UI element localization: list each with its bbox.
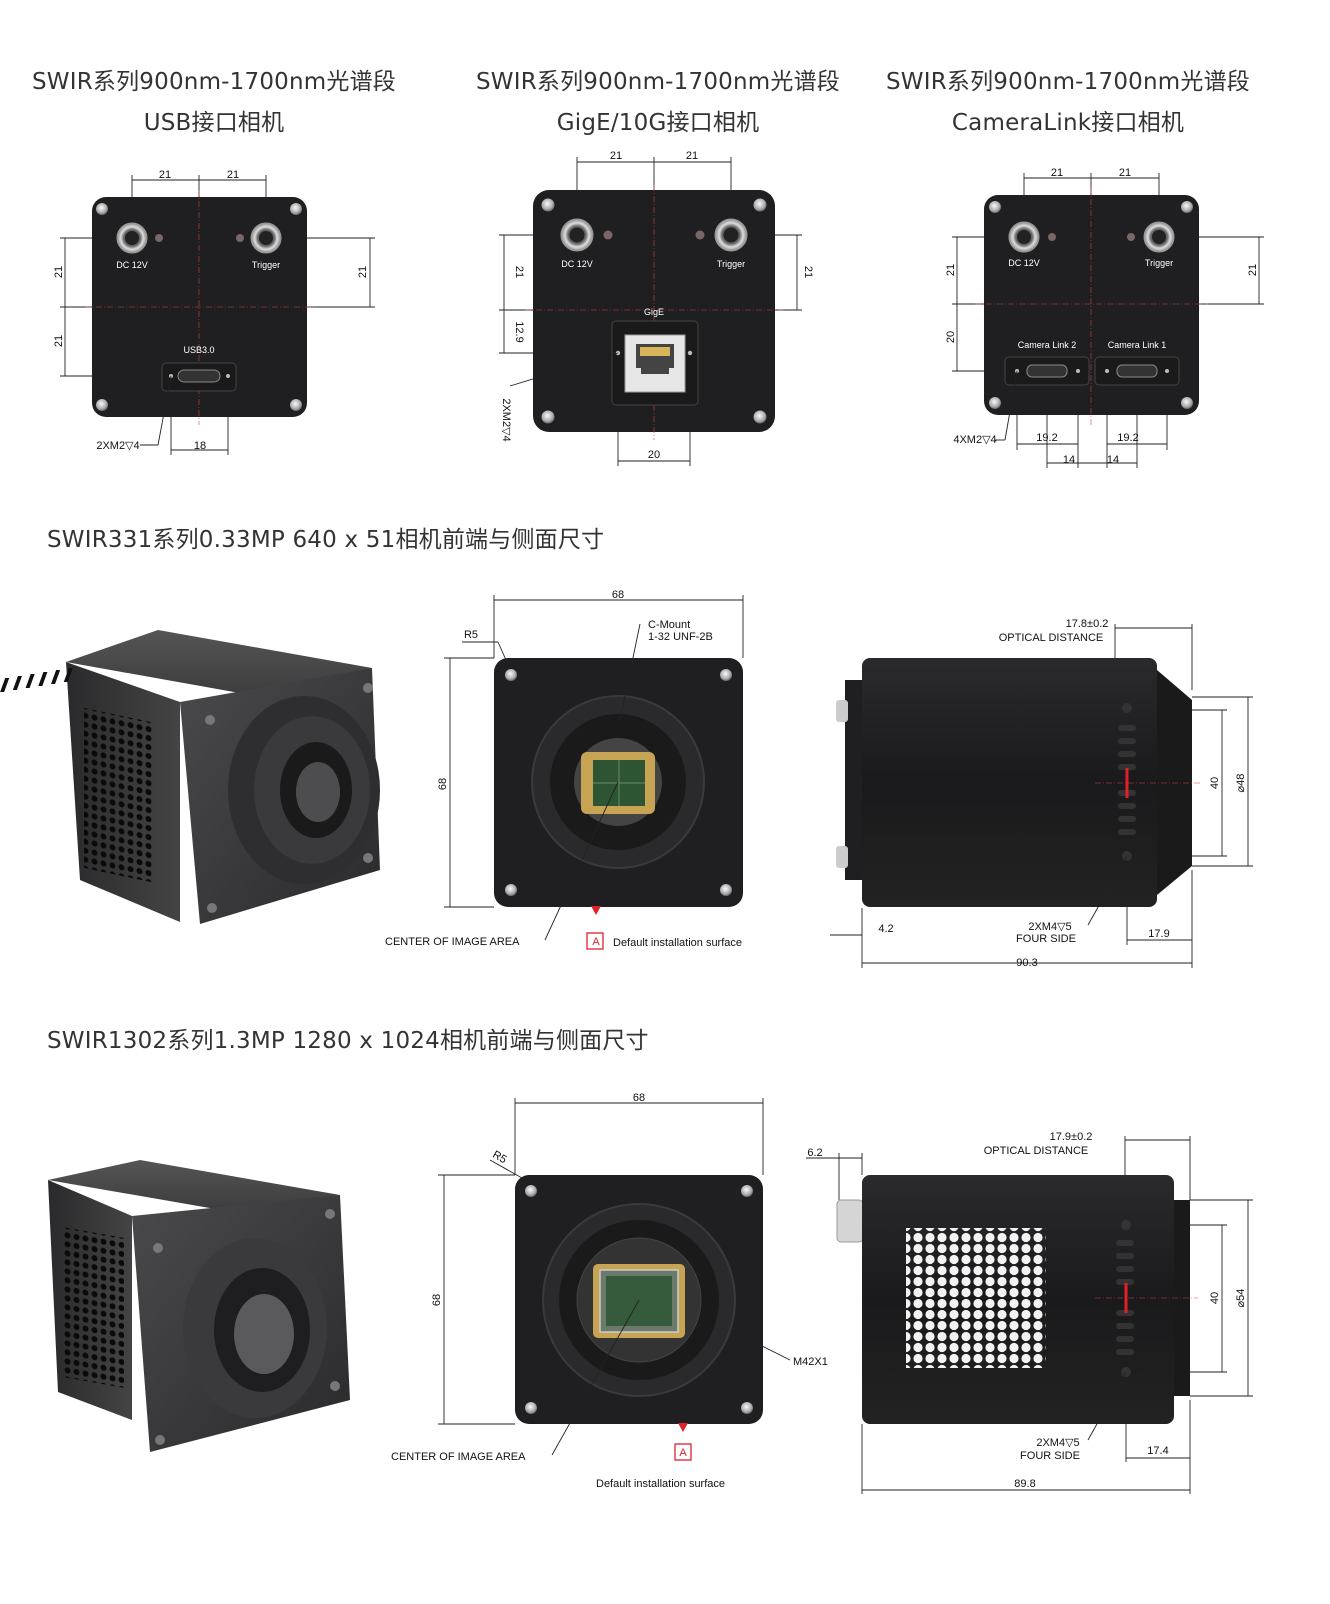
cameralink-port2-label: Camera Link 2 [1018,340,1077,350]
swir331-front-height: 68 [437,778,449,790]
swir1302-camera-photo [48,1160,350,1452]
usb-port-label: USB3.0 [183,345,214,355]
gige-dim-right: 21 [802,266,814,278]
cameralink-dim-s2: 14 [1107,454,1119,466]
swir1302-d2: ⌀54 [1235,1289,1247,1308]
usb-title-line1: SWIR系列900nm-1700nm光谱段 [31,69,397,95]
usb-dim-bottom: 18 [194,440,206,452]
cameralink-title-line1: SWIR系列900nm-1700nm光谱段 [885,69,1251,95]
swir1302-optical-value: 17.9±0.2 [1050,1131,1093,1143]
usb-screw-label: 2XM2▽4 [96,440,139,452]
cameralink-dim-s1: 14 [1063,454,1075,466]
swir331-datum-label: Default installation surface [613,937,742,949]
cameralink-dim-w1: 19.2 [1036,432,1057,444]
cameralink-dim-w2: 19.2 [1117,432,1138,444]
swir331-mount-line1: C-Mount [648,619,690,631]
gige-dim-bottom: 20 [648,449,660,461]
swir331-screw-line2: FOUR SIDE [1016,933,1076,945]
gige-dim-left-lower: 12.9 [513,321,525,342]
cameralink-title-line2: CameraLink接口相机 [951,110,1185,136]
swir1302-front-radius: R5 [490,1149,508,1166]
cameralink-trigger-label: Trigger [1145,258,1173,268]
swir331-camera-photo [0,630,380,924]
swir1302-front-width: 68 [633,1092,645,1104]
gige-port-label: GigE [644,307,664,317]
swir331-d2: ⌀48 [1235,774,1247,793]
gige-screw-label: 2XM2▽4 [500,398,512,441]
swir331-front-width: 68 [612,589,624,601]
gige-title-line1: SWIR系列900nm-1700nm光谱段 [475,69,841,95]
section2-title: SWIR331系列0.33MP 640 x 51相机前端与侧面尺寸 [47,527,605,553]
swir1302-side-view: 6.2 17.9±0.2 OPTICAL DISTANCE 40 ⌀54 17.… [806,1131,1253,1494]
swir331-datum: A [592,936,600,948]
gige-dim-top-right: 21 [686,150,698,162]
swir331-d1: 40 [1209,777,1221,789]
cameralink-dim-top-right: 21 [1119,167,1131,179]
gige-title-line2: GigE/10G接口相机 [556,110,760,136]
section3-title: SWIR1302系列1.3MP 1280 x 1024相机前端与侧面尺寸 [47,1028,649,1054]
swir1302-left: 6.2 [807,1147,822,1159]
usb-dim-right: 21 [357,266,369,278]
swir1302-center-label: CENTER OF IMAGE AREA [391,1451,526,1463]
cameralink-dim-left-upper: 21 [945,264,957,276]
swir331-optical-value: 17.8±0.2 [1066,618,1109,630]
usb-dim-top-left: 21 [159,169,171,181]
usb-back-panel-drawing: 21 21 21 21 21 18 DC 12V Trigger USB3.0 … [53,169,375,455]
gige-trigger-label: Trigger [717,259,745,269]
swir1302-screw-line1: 2XM4▽5 [1036,1437,1079,1449]
swir1302-right: 17.4 [1147,1445,1168,1457]
swir1302-front-view: A 68 68 R5 M42X1 CENTER OF IMAGE AREA De… [391,1092,828,1490]
gige-dc-label: DC 12V [561,259,593,269]
swir331-side-view: 17.8±0.2 OPTICAL DISTANCE 40 ⌀48 4.2 17.… [830,618,1253,969]
swir1302-screw-line2: FOUR SIDE [1020,1450,1080,1462]
cameralink-back-panel-drawing: 21 21 21 20 21 19.2 19.2 14 14 DC 12V Tr… [945,167,1264,468]
swir1302-datum: A [679,1447,687,1459]
swir331-left: 4.2 [878,923,893,935]
cameralink-dc-label: DC 12V [1008,258,1040,268]
usb-title-line2: USB接口相机 [143,110,285,136]
swir331-front-radius: R5 [464,629,478,641]
usb-dim-left-lower: 21 [53,335,65,347]
cameralink-screw-label: 4XM2▽4 [953,434,996,446]
usb-dc-label: DC 12V [116,260,148,270]
swir331-front-view: A 68 68 R5 C-Mount 1-32 UNF-2B CENTER OF… [385,589,744,950]
swir1302-d1: 40 [1209,1292,1221,1304]
gige-dim-top-left: 21 [610,150,622,162]
cameralink-dim-left-lower: 20 [945,331,957,343]
swir1302-mount: M42X1 [793,1356,828,1368]
cameralink-dim-right: 21 [1247,264,1259,276]
gige-back-panel-drawing: 21 21 21 12.9 21 20 DC 12V Trigger GigE … [499,150,814,466]
gige-dim-left-upper: 21 [513,266,525,278]
swir1302-datum-label: Default installation surface [596,1478,725,1490]
swir1302-optical-label: OPTICAL DISTANCE [984,1145,1089,1157]
usb-dim-left-upper: 21 [53,266,65,278]
swir331-length: 90.3 [1016,957,1037,969]
swir331-right: 17.9 [1148,928,1169,940]
swir1302-length: 89.8 [1014,1478,1035,1490]
usb-trigger-label: Trigger [252,260,280,270]
swir1302-front-height: 68 [431,1294,443,1306]
swir331-center-label: CENTER OF IMAGE AREA [385,936,520,948]
swir331-optical-label: OPTICAL DISTANCE [999,632,1104,644]
cameralink-dim-top-left: 21 [1051,167,1063,179]
cameralink-port1-label: Camera Link 1 [1108,340,1167,350]
usb-dim-top-right: 21 [227,169,239,181]
swir331-screw-line1: 2XM4▽5 [1028,921,1071,933]
swir331-mount-line2: 1-32 UNF-2B [648,631,713,643]
